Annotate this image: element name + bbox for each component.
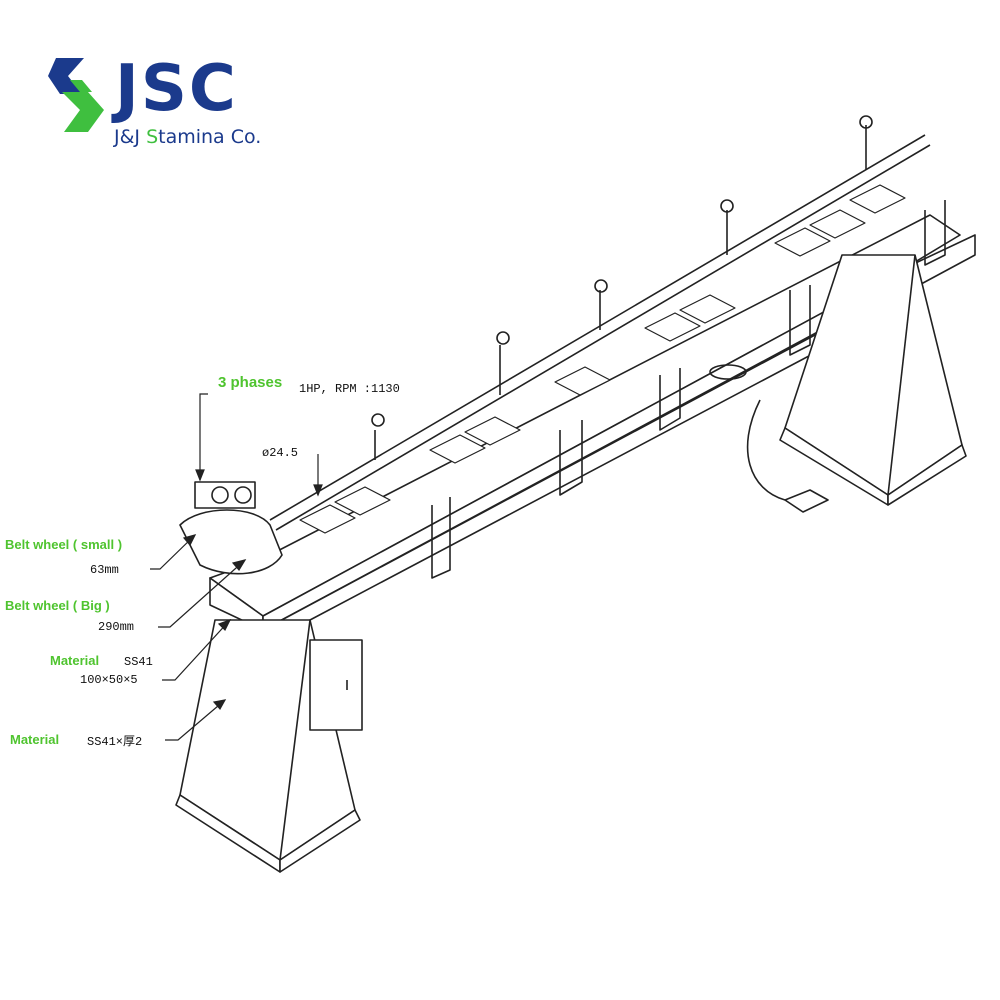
label-phases: 3 phases [218,374,283,391]
control-box [309,639,363,731]
label-rod-diameter: ø24.5 [262,446,299,460]
foot-pedal [784,489,829,513]
value-material-beam: SS41 [124,655,153,669]
u-brackets [431,200,946,579]
label-belt-wheel-big: Belt wheel ( Big ) [5,598,110,613]
value-material-beam-size: 100×50×5 [80,673,138,687]
label-belt-wheel-small: Belt wheel ( small ) [5,537,123,552]
value-belt-wheel-big: 290mm [98,620,135,634]
belt-wheel-guard [179,509,283,575]
label-material-beam: Material [50,653,100,668]
clamp-posts [371,115,873,460]
motor [194,481,256,509]
jsc-s-mark-icon [48,58,104,132]
value-belt-wheel-small: 63mm [90,563,119,577]
label-material-leg: Material [10,732,60,747]
value-material-leg: SS41×厚2 [87,735,143,749]
logo-company-name: J&J Stamina Co. [114,126,262,148]
belt-slats [299,184,906,534]
logo-brand-name: JSC [115,52,238,126]
label-motor-spec: 1HP, RPM :1130 [299,382,400,396]
